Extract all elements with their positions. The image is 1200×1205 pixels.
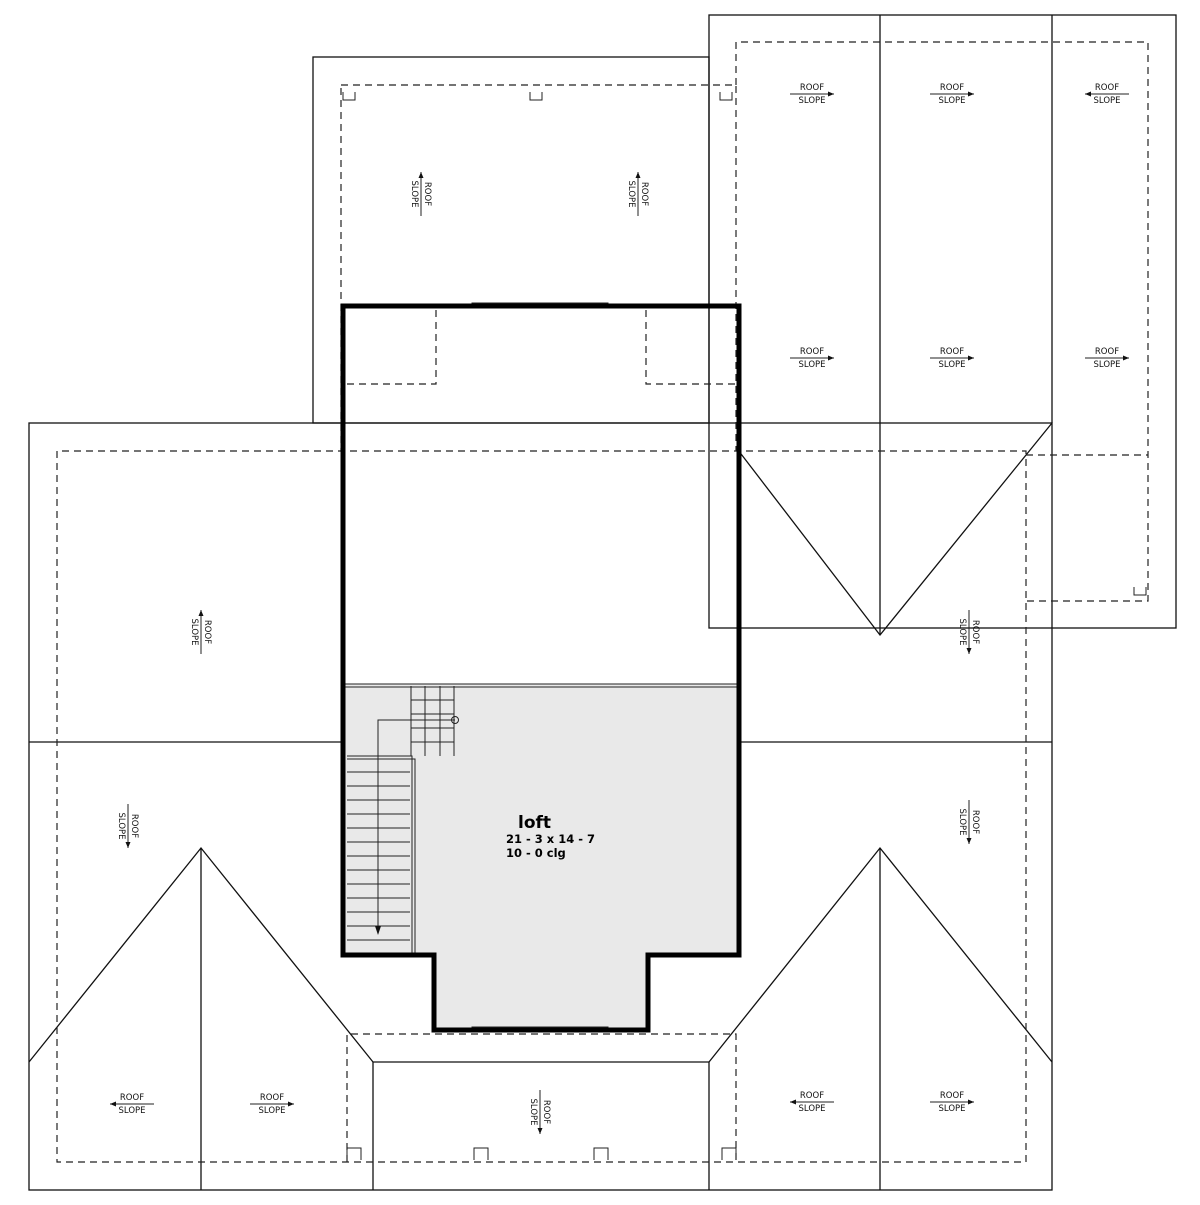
svg-text:SLOPE: SLOPE bbox=[957, 808, 967, 835]
roof-slope-label: ROOF SLOPE bbox=[409, 172, 432, 216]
svg-text:ROOF: ROOF bbox=[202, 620, 212, 644]
svg-text:SLOPE: SLOPE bbox=[938, 360, 965, 370]
walls-below-dashed bbox=[56, 41, 1149, 1163]
svg-text:ROOF: ROOF bbox=[422, 182, 432, 206]
svg-text:SLOPE: SLOPE bbox=[118, 1106, 145, 1116]
svg-text:SLOPE: SLOPE bbox=[1093, 360, 1120, 370]
svg-text:SLOPE: SLOPE bbox=[116, 812, 126, 839]
stairs bbox=[347, 686, 459, 953]
exterior-walls bbox=[340, 303, 742, 1033]
roof-slope-label: ROOF SLOPE bbox=[528, 1090, 551, 1134]
roof-slope-label: ROOF SLOPE bbox=[250, 1093, 294, 1116]
loft-railing bbox=[345, 683, 738, 688]
svg-text:SLOPE: SLOPE bbox=[258, 1106, 285, 1116]
svg-text:ROOF: ROOF bbox=[1095, 347, 1119, 357]
svg-text:ROOF: ROOF bbox=[800, 347, 824, 357]
svg-text:SLOPE: SLOPE bbox=[798, 360, 825, 370]
svg-text:ROOF: ROOF bbox=[120, 1093, 144, 1103]
roof-slope-label: ROOF SLOPE bbox=[930, 1091, 974, 1114]
svg-text:ROOF: ROOF bbox=[260, 1093, 284, 1103]
svg-text:SLOPE: SLOPE bbox=[1093, 96, 1120, 106]
roof-slope-label: ROOF SLOPE bbox=[790, 1091, 834, 1114]
svg-text:ROOF: ROOF bbox=[800, 83, 824, 93]
roof-slope-label: ROOF SLOPE bbox=[930, 347, 974, 370]
loft-floor bbox=[345, 684, 738, 1030]
svg-text:SLOPE: SLOPE bbox=[528, 1098, 538, 1125]
svg-text:ROOF: ROOF bbox=[940, 347, 964, 357]
roof-slope-label: ROOF SLOPE bbox=[189, 610, 212, 654]
svg-text:ROOF: ROOF bbox=[800, 1091, 824, 1101]
roof-slope-label: ROOF SLOPE bbox=[110, 1093, 154, 1116]
svg-text:SLOPE: SLOPE bbox=[938, 96, 965, 106]
svg-text:SLOPE: SLOPE bbox=[626, 180, 636, 207]
roof-slope-label: ROOF SLOPE bbox=[790, 347, 834, 370]
roof-slope-label: ROOF SLOPE bbox=[1085, 347, 1129, 370]
svg-text:SLOPE: SLOPE bbox=[938, 1104, 965, 1114]
roof-slope-label: ROOF SLOPE bbox=[626, 172, 649, 216]
svg-text:ROOF: ROOF bbox=[940, 1091, 964, 1101]
roof-slope-label: ROOF SLOPE bbox=[790, 83, 834, 106]
roof-edges bbox=[28, 14, 1177, 1191]
svg-text:ROOF: ROOF bbox=[970, 620, 980, 644]
post-markers bbox=[342, 92, 1147, 1160]
roof-ridges bbox=[28, 15, 1053, 1190]
svg-text:ROOF: ROOF bbox=[940, 83, 964, 93]
roof-slope-label: ROOF SLOPE bbox=[930, 83, 974, 106]
svg-text:SLOPE: SLOPE bbox=[957, 618, 967, 645]
svg-text:SLOPE: SLOPE bbox=[189, 618, 199, 645]
svg-text:ROOF: ROOF bbox=[1095, 83, 1119, 93]
roof-slope-label: ROOF SLOPE bbox=[957, 800, 980, 844]
svg-text:ROOF: ROOF bbox=[541, 1100, 551, 1124]
svg-text:ROOF: ROOF bbox=[639, 182, 649, 206]
svg-text:ROOF: ROOF bbox=[970, 810, 980, 834]
svg-text:ROOF: ROOF bbox=[129, 814, 139, 838]
roof-slope-label: ROOF SLOPE bbox=[1085, 83, 1129, 106]
roof-slope-label: ROOF SLOPE bbox=[957, 610, 980, 654]
room-name: loft bbox=[518, 813, 551, 833]
room-ceiling: 10 - 0 clg bbox=[506, 846, 566, 860]
room-dimensions: 21 - 3 x 14 - 7 bbox=[506, 832, 595, 846]
roof-slope-label: ROOF SLOPE bbox=[116, 804, 139, 848]
svg-text:SLOPE: SLOPE bbox=[798, 96, 825, 106]
svg-text:SLOPE: SLOPE bbox=[409, 180, 419, 207]
svg-text:SLOPE: SLOPE bbox=[798, 1104, 825, 1114]
